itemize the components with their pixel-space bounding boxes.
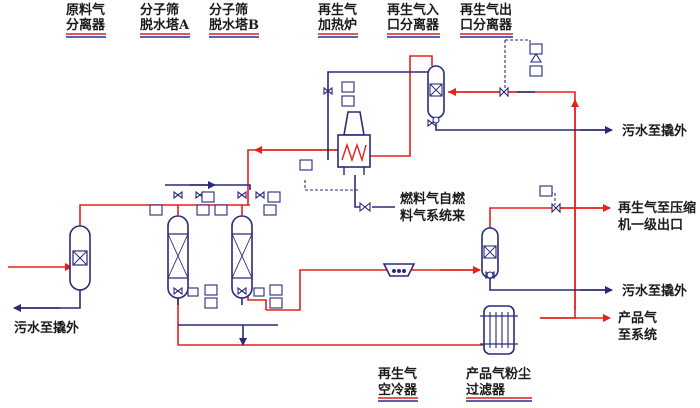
svg-text:脱水塔A: 脱水塔A — [140, 17, 190, 33]
feed-separator — [69, 225, 91, 291]
svg-text:机一级出口: 机一级出口 — [618, 217, 683, 233]
label-heater: 再生气 加热炉 — [317, 2, 358, 38]
regen-air-cooler — [382, 263, 416, 277]
instrument-signal-lines — [304, 39, 556, 205]
svg-text:空冷器: 空冷器 — [378, 382, 418, 398]
label-sewage-top: 污水至撬外 — [622, 123, 687, 139]
svg-text:燃料气自燃: 燃料气自燃 — [400, 191, 466, 207]
label-tower-b: 分子筛 脱水塔B — [209, 2, 259, 38]
label-regen-out-separator: 再生气出 口分离器 — [460, 2, 513, 38]
svg-text:再生气出: 再生气出 — [460, 2, 512, 18]
svg-text:口分离器: 口分离器 — [387, 17, 440, 33]
svg-text:产品气: 产品气 — [618, 310, 657, 326]
svg-text:口分离器: 口分离器 — [460, 17, 513, 33]
label-fuel-gas: 燃料气自燃 料气系统来 — [400, 191, 466, 224]
svg-text:再生气至压缩: 再生气至压缩 — [618, 200, 696, 216]
label-tower-a: 分子筛 脱水塔A — [140, 2, 190, 38]
hot-process-lines — [8, 55, 611, 346]
label-feed-separator: 原料气 分离器 — [66, 2, 106, 38]
label-product-gas: 产品气 至系统 — [618, 310, 657, 343]
label-sewage-left: 污水至撬外 — [14, 320, 79, 336]
svg-text:脱水塔B: 脱水塔B — [209, 17, 259, 33]
label-to-compressor: 再生气至压缩 机一级出口 — [618, 200, 696, 233]
svg-text:再生气: 再生气 — [378, 366, 417, 382]
svg-text:至系统: 至系统 — [618, 327, 657, 343]
label-dust-filter: 产品气粉尘 过滤器 — [466, 366, 532, 402]
regen-inlet-separator — [427, 65, 445, 119]
regen-gas-heater — [337, 111, 371, 175]
svg-text:加热炉: 加热炉 — [317, 17, 357, 33]
dehydration-tower-b — [231, 205, 253, 305]
valves-instruments — [149, 43, 561, 309]
svg-text:再生气: 再生气 — [318, 2, 357, 18]
svg-text:过滤器: 过滤器 — [466, 382, 506, 398]
label-regen-in-separator: 再生气入 口分离器 — [387, 2, 440, 38]
svg-text:料气系统来: 料气系统来 — [400, 208, 466, 224]
label-sewage-mid: 污水至撬外 — [622, 283, 687, 299]
svg-text:再生气入: 再生气入 — [387, 2, 439, 18]
svg-text:分子筛: 分子筛 — [140, 2, 179, 18]
label-regen-cooler: 再生气 空冷器 — [378, 366, 418, 402]
svg-text:分子筛: 分子筛 — [209, 2, 248, 18]
svg-text:原料气: 原料气 — [66, 2, 105, 18]
svg-text:产品气粉尘: 产品气粉尘 — [466, 366, 531, 382]
product-dust-filter — [480, 305, 518, 355]
svg-text:分离器: 分离器 — [66, 17, 106, 33]
dehydration-tower-a — [167, 205, 189, 305]
regen-outlet-separator — [481, 227, 499, 279]
